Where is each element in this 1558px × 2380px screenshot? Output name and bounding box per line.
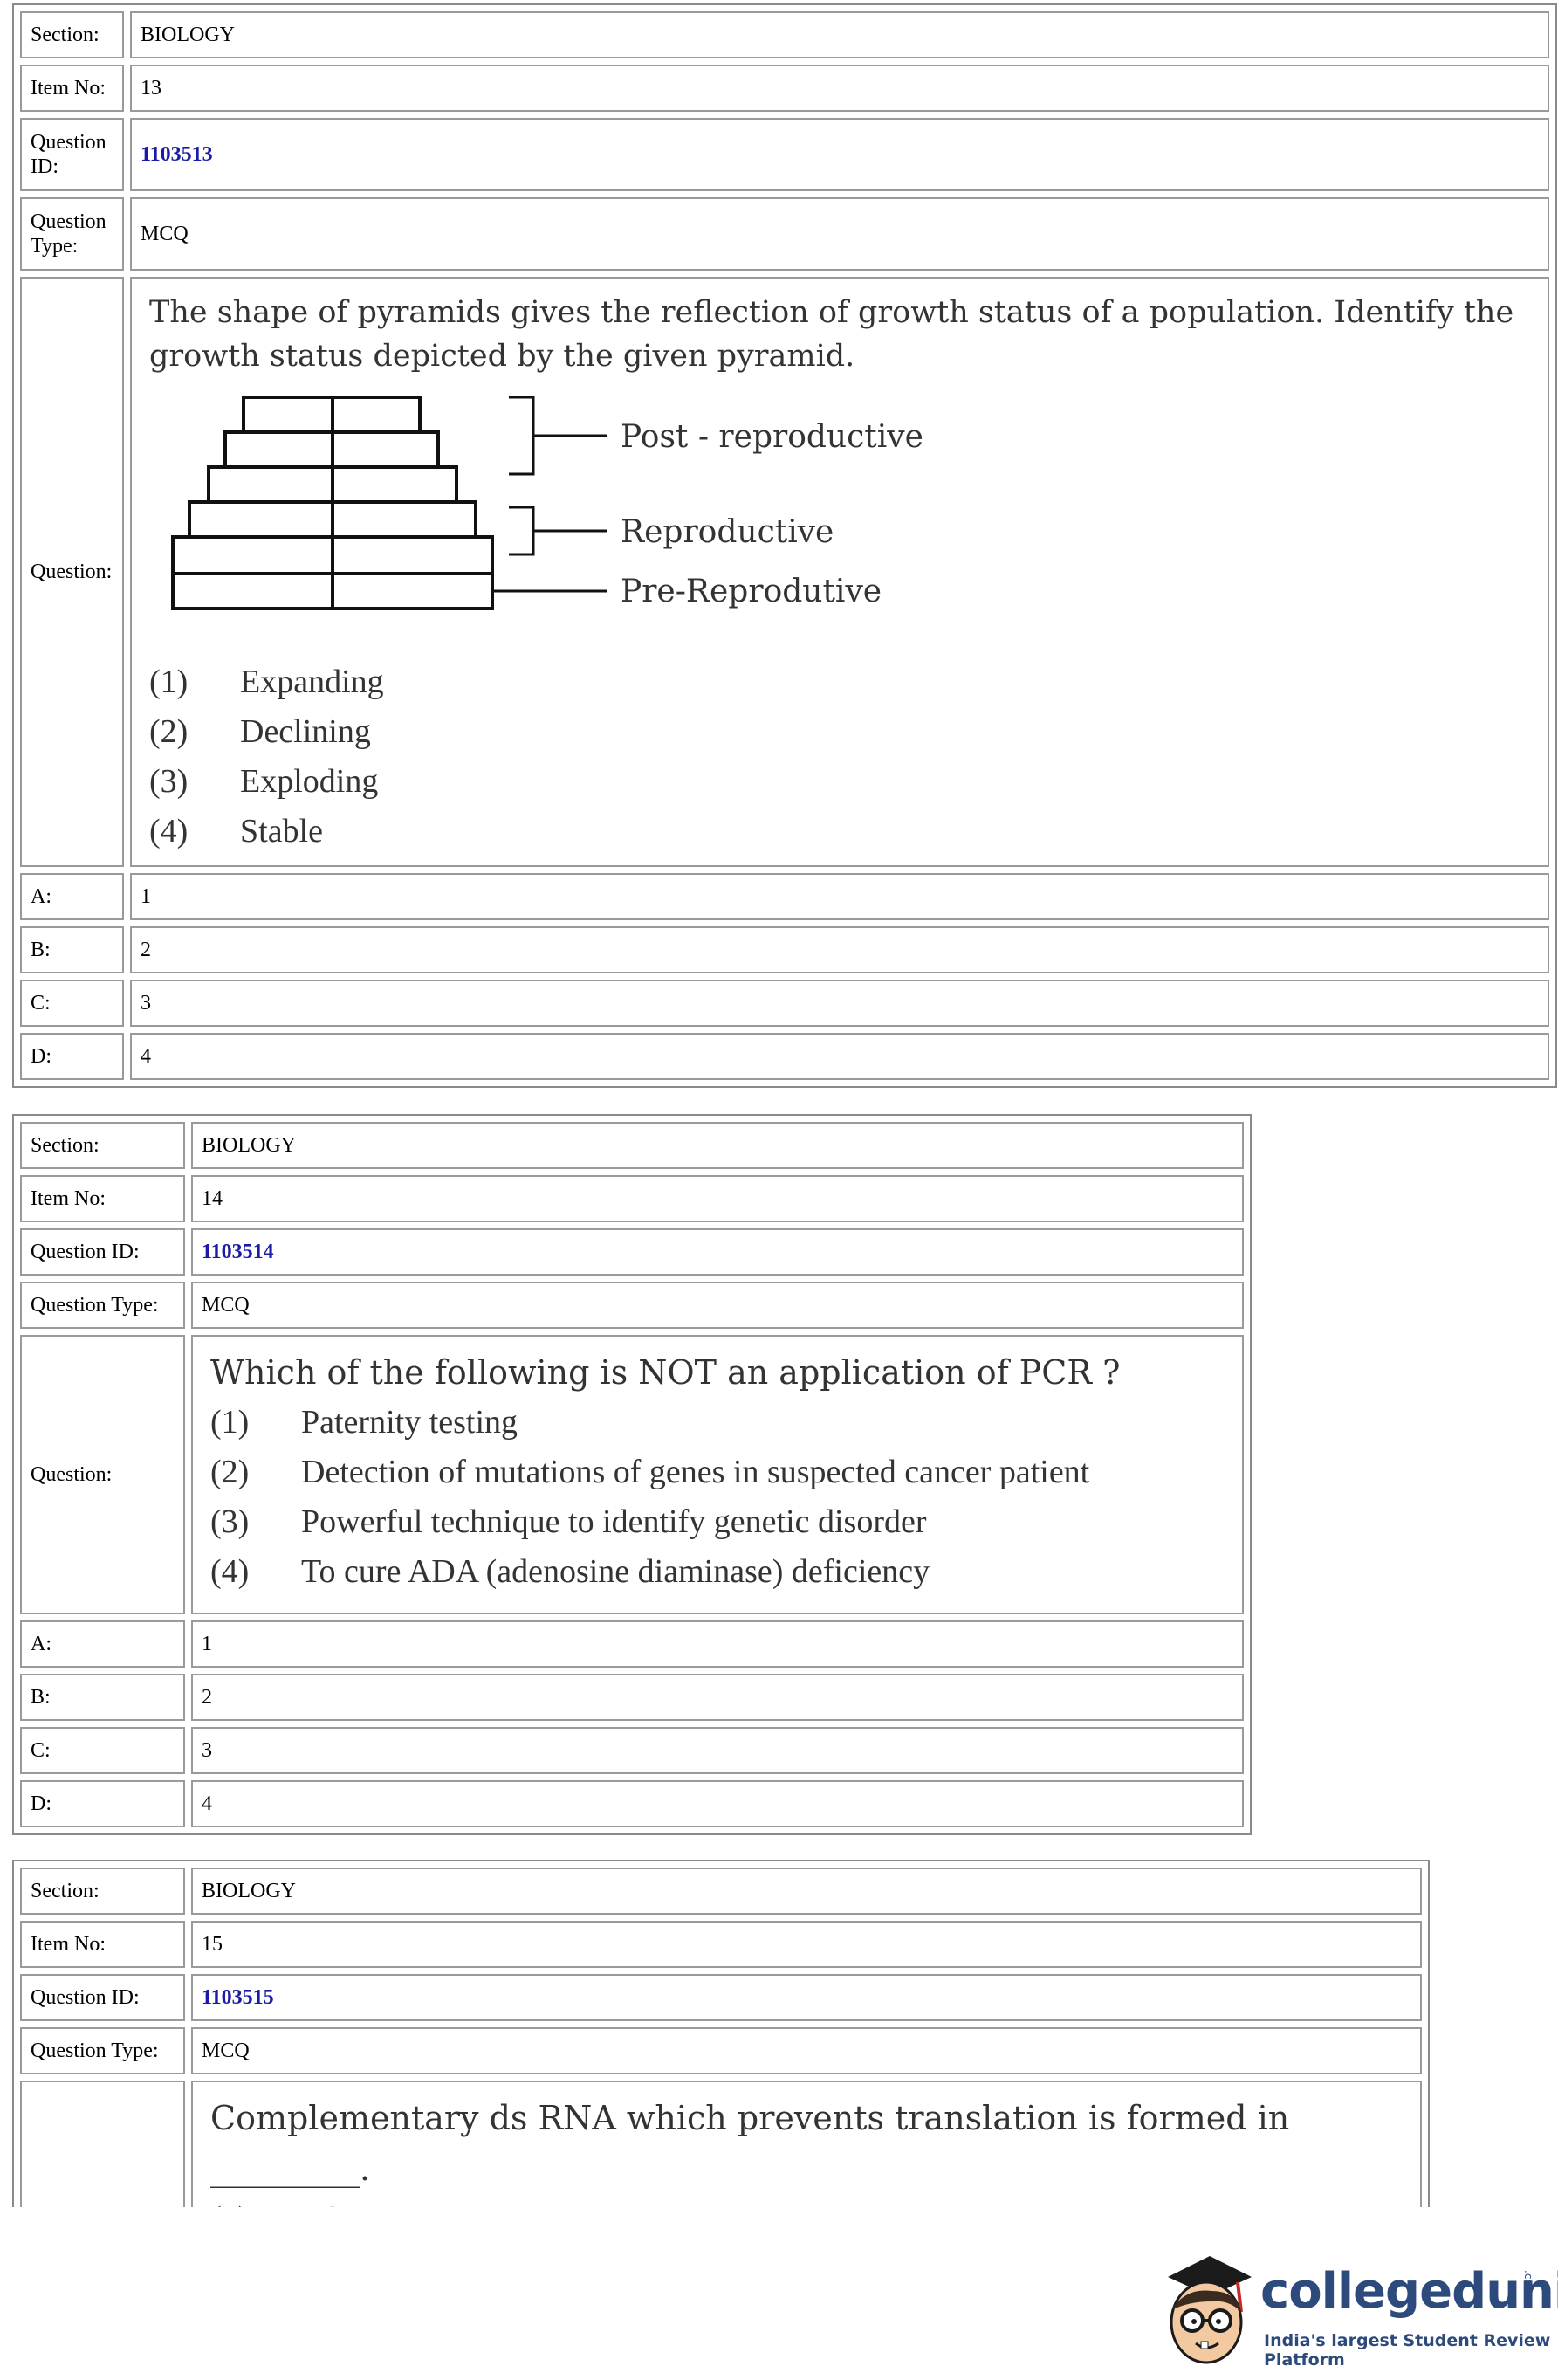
section-value: BIOLOGY <box>191 1122 1244 1169</box>
question-type-value: MCQ <box>191 2027 1422 2074</box>
collegedunia-logo: collegedunia .com India's largest Studen… <box>1150 2244 1558 2375</box>
question-type-label: Question Type: <box>20 2027 185 2074</box>
answer-c-label: C: <box>20 980 124 1027</box>
option-1: (1)Expanding <box>149 664 384 700</box>
question-stem: The shape of pyramids gives the reflecti… <box>149 295 1514 374</box>
answer-d-label: D: <box>20 1780 185 1827</box>
option-2: (2)Declining <box>149 713 371 750</box>
question-label: Question: <box>20 1335 185 1614</box>
option-1: (1)PCR <box>193 2194 1420 2207</box>
logo-wordmark: collegedunia <box>1260 2263 1558 2320</box>
question-stem: Which of the following is NOT an applica… <box>210 1353 1121 1392</box>
answer-d-value: 4 <box>130 1033 1549 1080</box>
answer-a-label: A: <box>20 873 124 920</box>
post-reproductive-bracket <box>509 396 535 476</box>
option-2: (2)Detection of mutations of genes in su… <box>210 1454 1090 1490</box>
option-1: (1)Paternity testing <box>210 1404 518 1441</box>
question-type-label: Question Type: <box>20 1282 185 1329</box>
question-body: Which of the following is NOT an applica… <box>191 1335 1244 1614</box>
option-3: (3)Powerful technique to identify geneti… <box>210 1503 927 1540</box>
answer-c-value: 3 <box>130 980 1549 1027</box>
answer-c-label: C: <box>20 1727 185 1774</box>
section-value: BIOLOGY <box>191 1868 1422 1915</box>
item-no-label: Item No: <box>20 1921 185 1968</box>
answer-d-value: 4 <box>191 1780 1244 1827</box>
logo-tagline: India's largest Student Review Platform <box>1264 2331 1551 2370</box>
section-label: Section: <box>20 1868 185 1915</box>
question-body: Complementary ds RNA which prevents tran… <box>191 2081 1422 2207</box>
answer-c-value: 3 <box>191 1727 1244 1774</box>
section-value: BIOLOGY <box>130 11 1549 58</box>
answer-b-label: B: <box>20 926 124 973</box>
question-table-13: Section: BIOLOGY Item No: 13 Question ID… <box>12 3 1557 1088</box>
question-type-value: MCQ <box>130 197 1549 271</box>
option-list: (1)Expanding (2)Declining (3)Exploding (… <box>132 657 1548 856</box>
reproductive-bracket <box>509 506 535 556</box>
question-id-label: Question ID: <box>20 118 124 191</box>
question-stem: Complementary ds RNA which prevents tran… <box>210 2099 1290 2188</box>
mascot-icon <box>1168 2256 1252 2364</box>
item-no-label: Item No: <box>20 65 124 112</box>
answer-b-value: 2 <box>130 926 1549 973</box>
answer-a-value: 1 <box>130 873 1549 920</box>
item-no-value: 14 <box>191 1175 1244 1222</box>
question-table-15: Section: BIOLOGY Item No: 15 Question ID… <box>12 1860 1430 2207</box>
question-type-label: Question Type: <box>20 197 124 271</box>
age-pyramid-diagram: Post - reproductive Reproductive Pre-Rep… <box>171 396 923 610</box>
question-label: Question: <box>20 277 124 867</box>
answer-a-label: A: <box>20 1620 185 1668</box>
question-id-label: Question ID: <box>20 1228 185 1276</box>
option-list: (1)Paternity testing (2)Detection of mut… <box>193 1398 1242 1597</box>
option-4: (4)Stable <box>149 813 323 850</box>
section-label: Section: <box>20 11 124 58</box>
pre-reproductive-label: Pre-Reprodutive <box>621 574 882 609</box>
answer-b-label: B: <box>20 1674 185 1721</box>
question-id-value: 1103513 <box>130 118 1549 191</box>
question-type-value: MCQ <box>191 1282 1244 1329</box>
question-id-label: Question ID: <box>20 1974 185 2021</box>
logo-domain-suffix: .com <box>1522 2270 1534 2296</box>
item-no-label: Item No: <box>20 1175 185 1222</box>
answer-b-value: 2 <box>191 1674 1244 1721</box>
item-no-value: 13 <box>130 65 1549 112</box>
answer-d-label: D: <box>20 1033 124 1080</box>
answer-a-value: 1 <box>191 1620 1244 1668</box>
question-id-value: 1103514 <box>191 1228 1244 1276</box>
section-label: Section: <box>20 1122 185 1169</box>
question-15-clip: Section: BIOLOGY Item No: 15 Question ID… <box>0 1860 1558 2207</box>
question-body: The shape of pyramids gives the reflecti… <box>130 277 1549 867</box>
question-id-value: 1103515 <box>191 1974 1422 2021</box>
question-label <box>20 2081 185 2207</box>
age-pyramid-figure: Post - reproductive Reproductive Pre-Rep… <box>132 378 1548 657</box>
option-3: (3)Exploding <box>149 763 379 800</box>
reproductive-label: Reproductive <box>621 514 834 550</box>
item-no-value: 15 <box>191 1921 1422 1968</box>
post-reproductive-label: Post - reproductive <box>621 419 923 455</box>
question-table-14: Section: BIOLOGY Item No: 14 Question ID… <box>12 1114 1252 1835</box>
option-4: (4)To cure ADA (adenosine diaminase) def… <box>210 1553 930 1590</box>
